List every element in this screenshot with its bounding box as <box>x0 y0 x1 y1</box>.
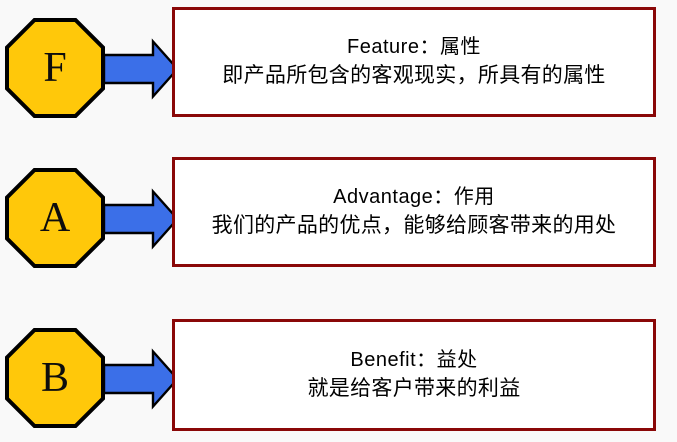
box-title: Feature：属性 <box>347 36 481 58</box>
badge-letter: F <box>43 45 67 91</box>
box-title: Benefit：益处 <box>350 349 478 371</box>
fab-row-benefit: B Benefit：益处 就是给客户带来的利益 <box>0 310 677 438</box>
arrow-b <box>102 348 180 410</box>
octagon-shape-icon <box>5 168 105 268</box>
octagon-shape-icon <box>5 18 105 118</box>
box-description: 我们的产品的优点，能够给顾客带来的用处 <box>211 214 617 237</box>
right-arrow-icon <box>102 348 180 410</box>
text-box-advantage: Advantage：作用 我们的产品的优点，能够给顾客带来的用处 <box>172 157 656 267</box>
fab-row-feature: F Feature：属性 即产品所包含的客观现实，所具有的属性 <box>0 0 677 128</box>
badge-letter: A <box>39 195 71 241</box>
right-arrow-icon <box>102 188 180 250</box>
arrow-a <box>102 188 180 250</box>
octagon-badge-f[interactable]: F <box>5 18 105 118</box>
right-arrow-icon <box>102 38 180 100</box>
text-box-feature: Feature：属性 即产品所包含的客观现实，所具有的属性 <box>172 7 656 117</box>
arrow-f <box>102 38 180 100</box>
box-description: 即产品所包含的客观现实，所具有的属性 <box>222 64 606 87</box>
octagon-badge-a[interactable]: A <box>5 168 105 268</box>
octagon-badge-b[interactable]: B <box>5 328 105 428</box>
octagon-shape-icon <box>5 328 105 428</box>
text-box-benefit: Benefit：益处 就是给客户带来的利益 <box>172 319 656 431</box>
badge-letter: B <box>40 355 69 401</box>
fab-row-advantage: A Advantage：作用 我们的产品的优点，能够给顾客带来的用处 <box>0 150 677 278</box>
box-description: 就是给客户带来的利益 <box>307 377 521 400</box>
box-title: Advantage：作用 <box>333 186 495 208</box>
